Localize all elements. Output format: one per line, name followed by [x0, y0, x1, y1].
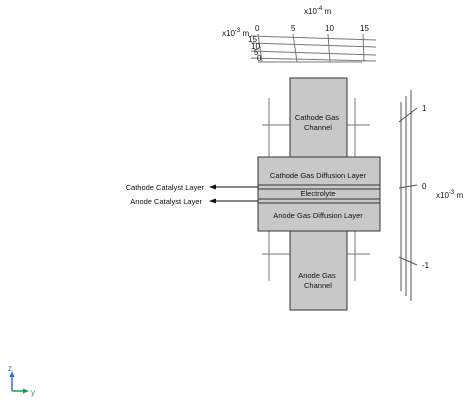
- top-grid-line: [250, 42, 377, 48]
- triad-z-label: z: [8, 364, 12, 373]
- top-axis-tick-label: 10: [325, 24, 334, 33]
- right-axis-tick-label: -1: [422, 261, 430, 270]
- right-axis-tick-label: 0: [422, 182, 427, 191]
- left-top-axis-tick-label: 15: [248, 35, 257, 44]
- top-grid-line: [257, 33, 263, 63]
- top-grid-line: [250, 57, 377, 62]
- right-axis-tick: [398, 107, 418, 123]
- top-axis-tick-label: 15: [360, 24, 369, 33]
- top-axis: x10-4 m 0 5 10 15: [250, 6, 377, 63]
- right-axis: 1 0 -1 x10-3 m: [398, 90, 463, 301]
- top-grid-line: [292, 33, 298, 63]
- top-axis-unit: x10-4 m: [304, 6, 331, 16]
- top-axis-tick-label: 5: [291, 24, 296, 33]
- left-top-axis-tick-label: 10: [251, 42, 260, 51]
- right-axis-tick-label: 1: [422, 104, 427, 113]
- top-grid-line: [327, 33, 331, 63]
- anode-gdl-label: Anode Gas Diffusion Layer: [273, 211, 363, 220]
- cathode-gas-channel[interactable]: [289, 77, 348, 158]
- anode-catalyst-arrowhead: [209, 198, 216, 204]
- left-top-axis-tick-label: 5: [254, 48, 259, 57]
- axis-triad: z y: [8, 364, 35, 397]
- left-top-axis: x10-3 m 15 10 5 0: [222, 28, 262, 63]
- cathode-catalyst-callout-label: Cathode Catalyst Layer: [126, 183, 205, 192]
- cathode-gas-channel-label: Cathode Gas Channel: [295, 113, 341, 132]
- triad-y-arrowhead: [23, 388, 29, 394]
- cathode-catalyst-arrowhead: [209, 184, 216, 190]
- callouts: Cathode Catalyst Layer Anode Catalyst La…: [126, 183, 258, 206]
- membrane-electrode-assembly[interactable]: [257, 156, 381, 232]
- triad-y-label: y: [31, 388, 35, 397]
- cathode-gdl-label: Cathode Gas Diffusion Layer: [270, 171, 367, 180]
- top-grid-line: [250, 50, 377, 56]
- right-axis-tick: [398, 256, 418, 266]
- top-grid-line: [362, 33, 365, 63]
- anode-gas-channel[interactable]: [289, 230, 348, 311]
- left-top-axis-tick-label: 0: [257, 54, 262, 63]
- anode-catalyst-callout-label: Anode Catalyst Layer: [130, 197, 202, 206]
- top-axis-tick-label: 0: [255, 24, 260, 33]
- anode-gas-channel-label: Anode Gas Channel: [298, 271, 338, 290]
- left-top-axis-unit: x10-3 m: [222, 28, 249, 38]
- right-axis-tick: [398, 184, 418, 189]
- top-grid-line: [250, 35, 377, 41]
- right-axis-unit: x10-3 m: [436, 190, 463, 200]
- triad-z-arrowhead: [9, 371, 15, 377]
- fuel-cell-geometry: Cathode Gas Channel Cathode Gas Diffusio…: [257, 77, 381, 311]
- electrolyte-label: Electrolyte: [300, 189, 335, 198]
